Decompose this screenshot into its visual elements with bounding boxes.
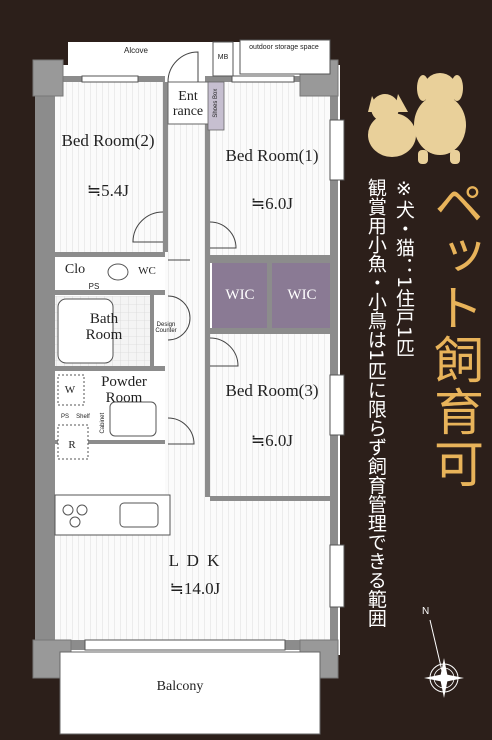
- compass-icon: N: [420, 606, 476, 702]
- compass-rose: [424, 619, 464, 698]
- ps-label-2: PS: [60, 414, 69, 420]
- compass-north-label: N: [422, 606, 430, 617]
- design-counter-label: Design Counter: [155, 322, 177, 335]
- bed-room-2-size: ≒5.4J: [86, 181, 130, 200]
- bed-room-1-size: ≒6.0J: [250, 194, 294, 213]
- wc-label: WC: [138, 265, 156, 277]
- washer-space: [57, 374, 85, 406]
- pet-illustration: [368, 73, 466, 164]
- kitchen-counter: [54, 494, 171, 536]
- pet-allowed-title: ペット飼育可: [426, 178, 484, 490]
- ldk-size: ≒14.0J: [169, 579, 221, 598]
- bed-room-1-floor: [210, 82, 330, 259]
- balcony-area: [59, 651, 321, 735]
- ps-label-1: PS: [88, 282, 100, 291]
- door-swings: [132, 211, 239, 445]
- bed-room-3-size: ≒6.0J: [250, 431, 294, 450]
- entrance-label: Ent rance: [172, 89, 204, 119]
- outdoor-storage-label: outdoor storage space: [249, 44, 319, 51]
- toilet: [107, 263, 129, 281]
- wic-2-label: WIC: [287, 287, 317, 303]
- closet-label: Clo: [64, 262, 86, 277]
- alcove-label: Alcove: [123, 46, 148, 55]
- hallway-floor: [165, 82, 210, 500]
- mb-label: MB: [217, 54, 229, 61]
- bed-room-3-name: Bed Room(3): [225, 381, 319, 400]
- bed-room-3-floor: [210, 333, 330, 497]
- balcony-label: Balcony: [156, 679, 204, 694]
- shoes-box-label: Shoes Box: [212, 88, 219, 118]
- cabinet-label: Cabinet: [99, 412, 106, 434]
- shelf-label: Shelf: [76, 414, 90, 420]
- notice-line-2: 観賞用小魚・小鳥は1匹に限らず飼育管理できる範囲: [364, 178, 387, 628]
- vanity: [109, 401, 157, 437]
- ldk-name: L D K: [168, 551, 222, 570]
- fridge-space: [57, 424, 89, 460]
- powder-room-label: Powder Room: [101, 374, 147, 406]
- bed-room-1-name: Bed Room(1): [225, 146, 319, 165]
- wic-2-fill: [272, 263, 330, 330]
- bathtub: [57, 298, 114, 364]
- fridge-label: R: [68, 439, 76, 451]
- bed-room-2-floor: [55, 82, 163, 257]
- washer-label: W: [64, 384, 76, 396]
- wic-1-fill: [212, 263, 267, 330]
- wic-1-label: WIC: [225, 287, 255, 303]
- bed-room-2-name: Bed Room(2): [61, 131, 155, 150]
- notice-line-1: ※犬・猫：1住戸1匹: [392, 178, 415, 358]
- bath-room-label: Bath Room: [85, 311, 123, 343]
